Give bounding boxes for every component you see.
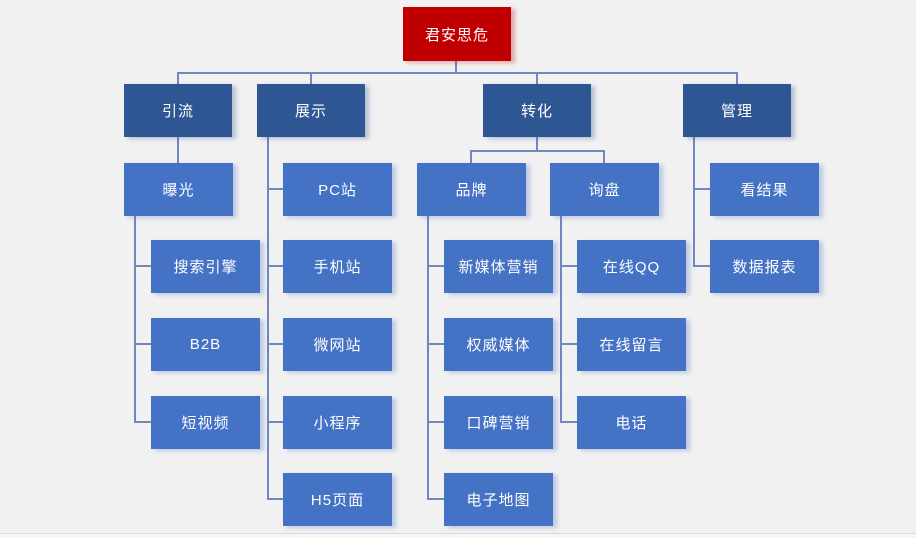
node-short-video[interactable]: 短视频 — [151, 396, 260, 449]
node-display[interactable]: 展示 — [257, 84, 365, 137]
connector-stub-authority — [427, 343, 444, 345]
node-mini-program[interactable]: 小程序 — [283, 396, 392, 449]
connector-stub-datareport — [693, 265, 710, 267]
node-e-map[interactable]: 电子地图 — [444, 473, 553, 526]
node-mobile-site[interactable]: 手机站 — [283, 240, 392, 293]
node-online-message[interactable]: 在线留言 — [577, 318, 686, 371]
connector-stub-wom — [427, 421, 444, 423]
node-inquiry[interactable]: 询盘 — [550, 163, 659, 216]
node-pc-site[interactable]: PC站 — [283, 163, 392, 216]
connector-stub-search — [134, 265, 151, 267]
connector-management-desc — [693, 137, 695, 267]
connector-conversion-stem — [536, 137, 538, 151]
connector-stub-phone — [560, 421, 577, 423]
node-root[interactable]: 君安思危 — [403, 7, 511, 61]
connector-stub-mobilesite — [267, 265, 283, 267]
connector-conversion-rail — [470, 150, 605, 152]
page-bottom-edge — [0, 533, 916, 534]
node-exposure[interactable]: 曝光 — [124, 163, 233, 216]
node-new-media-marketing[interactable]: 新媒体营销 — [444, 240, 553, 293]
connector-stub-newmedia — [427, 265, 444, 267]
connector-drop-management — [736, 72, 738, 85]
node-data-report[interactable]: 数据报表 — [710, 240, 819, 293]
connector-root-stem — [455, 61, 457, 73]
connector-exposure-desc — [134, 216, 136, 423]
connector-stub-message — [560, 343, 577, 345]
node-brand[interactable]: 品牌 — [417, 163, 526, 216]
connector-stub-pcsite — [267, 188, 283, 190]
connector-stub-results — [693, 188, 710, 190]
connector-stub-h5page — [267, 498, 283, 500]
node-phone[interactable]: 电话 — [577, 396, 686, 449]
node-online-qq[interactable]: 在线QQ — [577, 240, 686, 293]
connector-traffic-exposure — [177, 137, 179, 163]
node-authority-media[interactable]: 权威媒体 — [444, 318, 553, 371]
connector-drop-conversion — [536, 72, 538, 85]
page-below-strip — [0, 534, 916, 538]
connector-stub-miniprogram — [267, 421, 283, 423]
node-conversion[interactable]: 转化 — [483, 84, 591, 137]
node-b2b[interactable]: B2B — [151, 318, 260, 371]
node-view-results[interactable]: 看结果 — [710, 163, 819, 216]
node-h5-page[interactable]: H5页面 — [283, 473, 392, 526]
connector-stub-shortvideo — [134, 421, 151, 423]
connector-drop-display — [310, 72, 312, 85]
connector-main-rail — [177, 72, 738, 74]
connector-inquiry-desc — [560, 216, 562, 423]
connector-drop-inquiry — [603, 150, 605, 163]
connector-stub-b2b — [134, 343, 151, 345]
connector-drop-brand — [470, 150, 472, 163]
connector-stub-onlineqq — [560, 265, 577, 267]
connector-stub-emap — [427, 498, 444, 500]
node-micro-site[interactable]: 微网站 — [283, 318, 392, 371]
node-traffic[interactable]: 引流 — [124, 84, 232, 137]
connector-stub-microsite — [267, 343, 283, 345]
connector-display-desc — [267, 137, 269, 500]
connector-brand-desc — [427, 216, 429, 500]
node-word-of-mouth-marketing[interactable]: 口碑营销 — [444, 396, 553, 449]
node-management[interactable]: 管理 — [683, 84, 791, 137]
node-search-engine[interactable]: 搜索引擎 — [151, 240, 260, 293]
connector-drop-traffic — [177, 72, 179, 85]
